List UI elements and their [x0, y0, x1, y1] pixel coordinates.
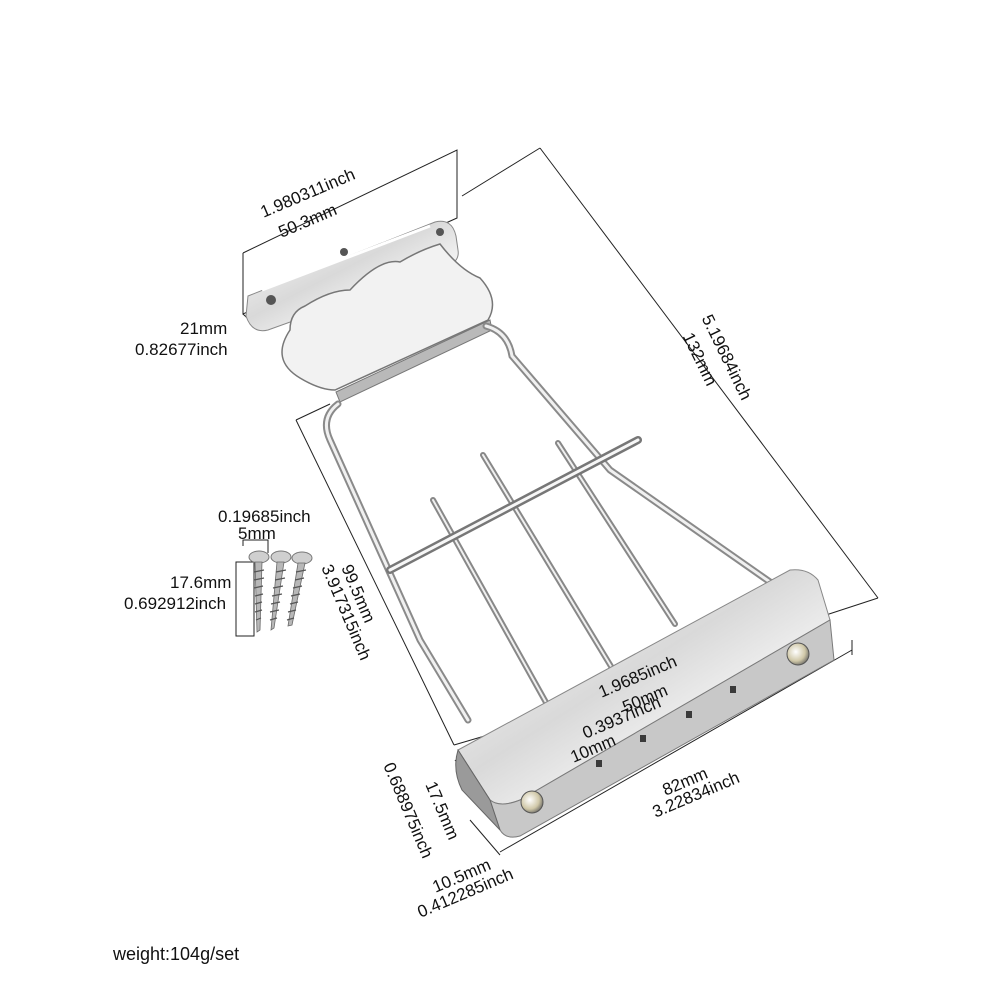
screw-head-bracket: [242, 539, 269, 553]
plate-width-line: [242, 149, 458, 315]
screw-2: [269, 550, 292, 631]
plate-height-inch-label: 0.82677inch: [135, 340, 228, 359]
wire-frame: [322, 322, 774, 724]
screw-length-inch-label: 0.692912inch: [124, 594, 227, 613]
cross-bar: [386, 436, 642, 574]
screw-1: [248, 550, 270, 633]
screw-length-bracket: [235, 561, 255, 637]
total-length-line: [539, 147, 879, 599]
total-length-line-bottom: [825, 597, 879, 616]
bar-depth-line: [469, 819, 501, 856]
screw-3: [286, 551, 313, 627]
bar-length-line: [499, 649, 853, 853]
screws: [248, 550, 313, 633]
screw-head-inch-label: 0.19685inch: [218, 507, 311, 526]
total-length-line-top: [461, 147, 541, 197]
top-plate: [245, 220, 494, 403]
screw-length-mm-label: 17.6mm: [170, 573, 232, 592]
frame-length-line: [295, 419, 455, 746]
weight-label: weight:104g/set: [113, 944, 240, 964]
tailpiece-block: [455, 569, 835, 838]
plate-height-mm-label: 21mm: [180, 319, 228, 338]
screw-head-mm-label: 5mm: [238, 524, 276, 543]
frame-length-line-top: [295, 403, 331, 421]
